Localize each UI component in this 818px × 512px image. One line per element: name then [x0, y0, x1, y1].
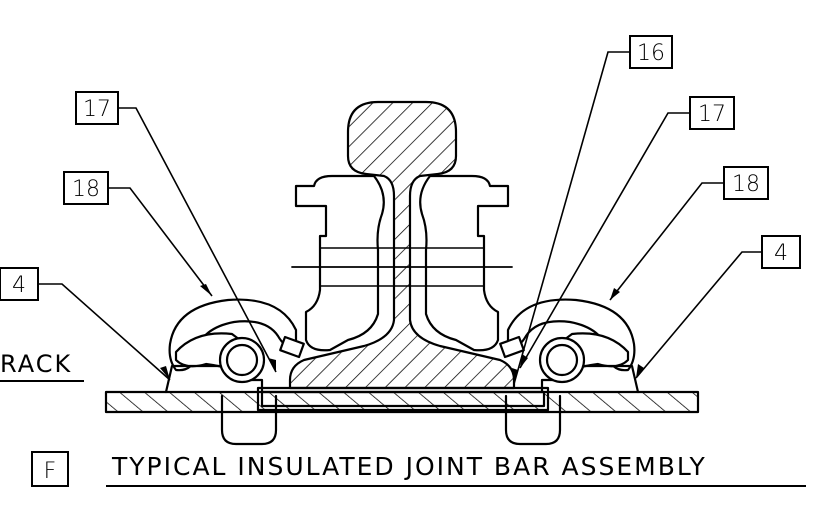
callout-4-left: 4: [12, 273, 26, 298]
drawing-caption: TYPICAL INSULATED JOINT BAR ASSEMBLY: [111, 452, 707, 481]
callout-17-left: 17: [83, 97, 111, 122]
callout-18-left: 18: [72, 177, 100, 202]
joint-bar-right: [419, 174, 510, 352]
callout-box-18-left: [63, 171, 109, 205]
callout-box-4-left: [0, 267, 39, 301]
lower-bolt-right: [504, 394, 562, 446]
view-letter: F: [44, 459, 57, 484]
callout-box-17-left: [75, 91, 119, 125]
callout-box-16: [629, 35, 673, 69]
rail-clip-right: [506, 298, 636, 372]
lower-bolt-left: [220, 394, 278, 446]
callout-4-right: 4: [774, 241, 788, 266]
rail-clip-left: [168, 298, 298, 372]
callout-18-right: 18: [732, 172, 760, 197]
callout-box-18-right: [723, 166, 769, 200]
insulator-left: [279, 335, 305, 359]
view-letter-box: [31, 451, 69, 487]
joint-bar-left: [294, 174, 385, 352]
callout-16: 16: [637, 41, 665, 66]
callout-box-4-right: [761, 235, 801, 269]
cut-label: RACK: [0, 350, 72, 378]
rail-section: [288, 100, 516, 390]
callout-17-right: 17: [698, 102, 726, 127]
insulator-right: [499, 335, 525, 359]
callout-box-17-right: [689, 96, 735, 130]
